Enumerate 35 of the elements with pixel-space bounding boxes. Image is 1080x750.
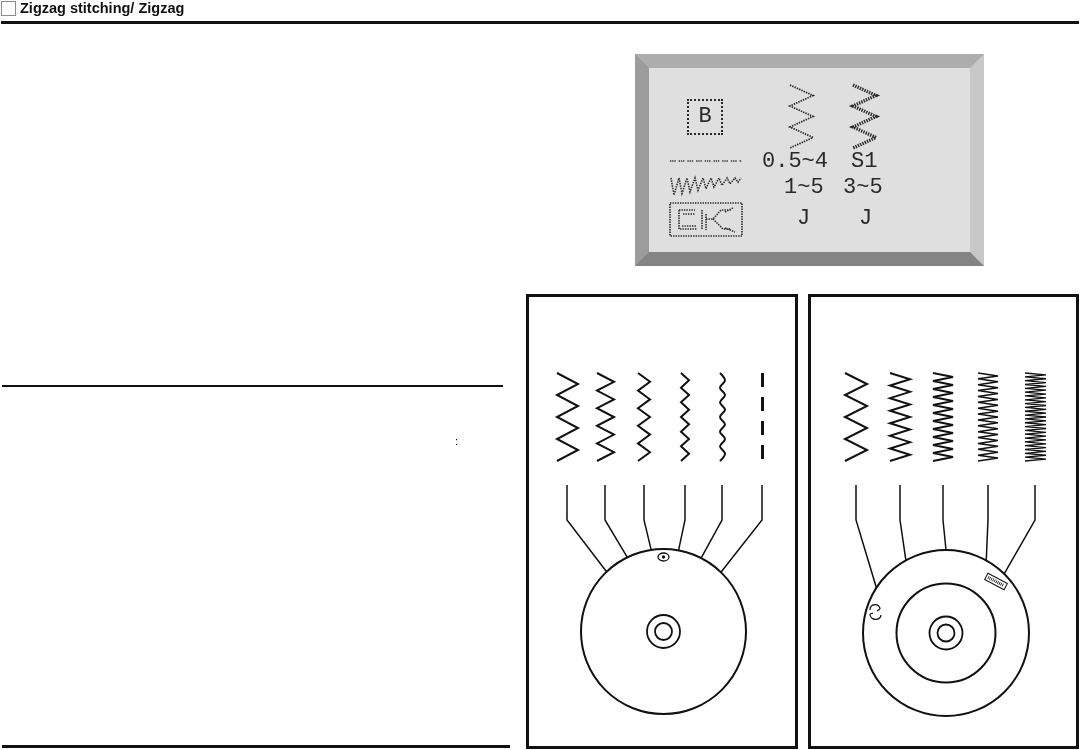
leader-line bbox=[1003, 484, 1036, 575]
lcd-value: J bbox=[859, 208, 873, 230]
selector-dial bbox=[861, 548, 1031, 718]
zigzag-stitch-sample bbox=[594, 371, 616, 463]
selector-dial bbox=[579, 547, 748, 716]
stitch-panel bbox=[526, 294, 798, 749]
leader-line bbox=[985, 484, 989, 562]
lcd-value: S1 bbox=[851, 151, 878, 173]
zigzag-stitch-sample bbox=[1022, 371, 1048, 463]
leader-line bbox=[566, 484, 608, 573]
lcd-value: 1~5 bbox=[784, 177, 824, 199]
wavy-stitch-sample bbox=[717, 371, 727, 463]
zigzag-stitch-sample bbox=[931, 371, 955, 463]
zigzag-stitch-sample bbox=[679, 371, 691, 463]
stitch-group-indicator: B bbox=[687, 99, 723, 135]
zigzag-stitch-sample bbox=[636, 371, 652, 463]
page-title: Zigzag stitching/ Zigzag bbox=[20, 0, 185, 17]
leader-line bbox=[855, 484, 878, 589]
lcd-value: 3~5 bbox=[843, 177, 883, 199]
colon-text: : bbox=[455, 435, 459, 448]
leader-line bbox=[942, 484, 947, 551]
zigzag-stitch-sample bbox=[976, 371, 1000, 463]
leader-line bbox=[604, 484, 629, 559]
zigzag-stitch-sample bbox=[888, 371, 912, 463]
lcd-value: 0.5~4 bbox=[762, 151, 828, 173]
leader-line bbox=[700, 484, 723, 559]
leader-line bbox=[720, 484, 763, 573]
leader-line bbox=[643, 484, 652, 551]
lcd-value: J bbox=[797, 208, 811, 230]
leader-line bbox=[899, 484, 907, 562]
stitch-panel bbox=[808, 294, 1079, 749]
zigzag-stitch-sample bbox=[554, 371, 580, 463]
leader-line bbox=[677, 484, 686, 552]
zigzag-stitch-sample bbox=[843, 371, 869, 463]
lcd-display bbox=[635, 54, 984, 266]
